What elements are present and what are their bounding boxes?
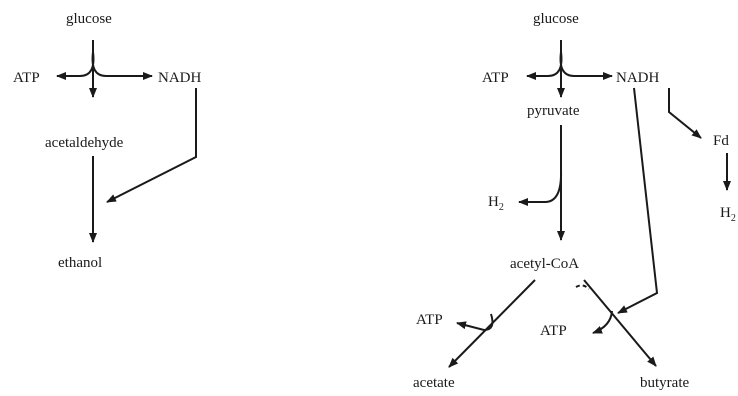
glucose-label: glucose xyxy=(66,11,112,27)
arrow-glucose-branch-atp xyxy=(56,51,95,80)
arrow-right-glucose-branch-atp xyxy=(526,51,563,80)
atp-label-butyrate: ATP xyxy=(540,323,567,339)
arrow-acetyl-coa-to-butyrate xyxy=(583,279,657,367)
atp-label-acetate: ATP xyxy=(416,312,443,328)
acetaldehyde-label: acetaldehyde xyxy=(45,135,124,151)
glucose-label-right: glucose xyxy=(533,11,579,27)
fd-label: Fd xyxy=(713,133,729,149)
arrow-butyrate-branch-atp xyxy=(592,310,613,334)
arrow-glucose-branch-nadh xyxy=(91,51,153,80)
arrow-acetate-branch-atp xyxy=(456,313,494,332)
atp-label: ATP xyxy=(13,70,40,86)
h2-label-left: H2 xyxy=(488,194,504,213)
arrow-butyrate-branch-dashed xyxy=(575,284,590,290)
arrow-pyruvate-to-h2 xyxy=(518,169,563,206)
butyrate-label: butyrate xyxy=(640,375,690,391)
h2-label-right: H2 xyxy=(720,205,736,224)
pyruvate-label: pyruvate xyxy=(527,103,580,119)
arrow-nadh-to-acetaldehyde-branch xyxy=(106,88,197,203)
arrow-right-glucose-branch-nadh xyxy=(559,51,613,80)
atp-label-top: ATP xyxy=(482,70,509,86)
nadh-label-right: NADH xyxy=(616,70,660,86)
nadh-label: NADH xyxy=(158,70,202,86)
acetate-label: acetate xyxy=(413,375,455,391)
arrow-nadh-to-butyrate-step xyxy=(617,87,659,314)
arrow-nadh-to-fd xyxy=(668,88,702,139)
acetyl-coa-label: acetyl-CoA xyxy=(510,256,580,272)
ethanol-label: ethanol xyxy=(58,255,103,271)
